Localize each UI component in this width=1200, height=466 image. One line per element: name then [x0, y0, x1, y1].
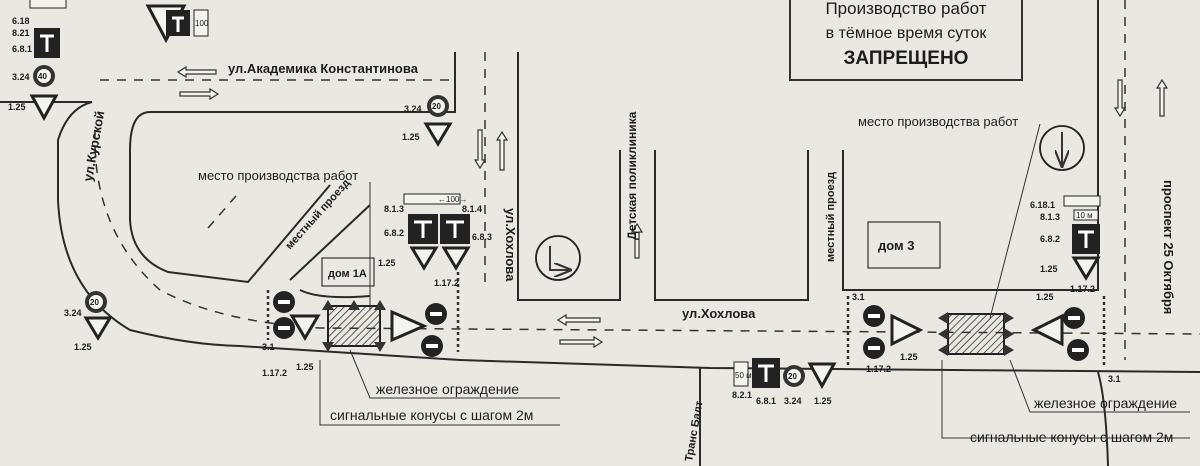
svg-text:1.25: 1.25 [900, 352, 918, 362]
svg-text:8.1.3: 8.1.3 [384, 204, 404, 214]
street-khokhlova-vertical: ул.Хохлова [503, 208, 518, 282]
sign-group-konstantinova: 20 3.24 1.25 [402, 95, 453, 147]
svg-text:8.1.4: 8.1.4 [462, 204, 482, 214]
cones-right-label: сигнальные конусы с шагом 2м [970, 429, 1173, 445]
svg-text:1.17.2: 1.17.2 [866, 364, 891, 374]
svg-text:8.1.3: 8.1.3 [1040, 212, 1060, 222]
svg-text:100: 100 [195, 19, 209, 28]
street-kurskaya: ул.Курской [80, 110, 107, 183]
turn-arrow-circle-right [1039, 125, 1085, 171]
svg-text:50 м: 50 м [735, 371, 752, 380]
svg-text:1.25: 1.25 [8, 102, 26, 112]
svg-text:3.1: 3.1 [262, 342, 275, 352]
svg-text:1.17.2: 1.17.2 [1070, 284, 1095, 294]
notice-line1: Производство работ [825, 0, 986, 18]
street-khokhlova-horizontal: ул.Хохлова [682, 306, 756, 321]
turn-arrow-circle-left [535, 235, 581, 281]
svg-text:6.18.1: 6.18.1 [1030, 200, 1055, 210]
sign-group-curve: 20 3.24 1.25 [64, 291, 113, 352]
trans-balt-label: Транс Балт [683, 399, 706, 462]
work-site-right-label: место производства работ [858, 114, 1018, 129]
sign-group-top-left: 6.18 8.21 6.8.1 40 3.24 1.25 [8, 0, 67, 122]
svg-text:20: 20 [788, 372, 797, 381]
night-work-notice: Производство работ в тёмное время суток … [789, 0, 1023, 81]
svg-text:3.24: 3.24 [784, 396, 802, 406]
svg-text:6.8.1: 6.8.1 [756, 396, 776, 406]
svg-text:1.25: 1.25 [296, 362, 314, 372]
svg-text:дом 3: дом 3 [878, 238, 914, 253]
work-site-right [938, 312, 1014, 356]
svg-text:3.24: 3.24 [64, 308, 82, 318]
work-site-left-label: место производства работ [198, 168, 358, 183]
svg-text:1.25: 1.25 [1040, 264, 1058, 274]
svg-text:10 м: 10 м [1076, 211, 1093, 220]
svg-text:1.17.2: 1.17.2 [434, 278, 459, 288]
svg-text:дом 1А: дом 1А [328, 268, 367, 280]
house-1a: дом 1А [321, 257, 375, 287]
svg-text:3.24: 3.24 [404, 104, 422, 114]
sign-group-trans-balt: 50 м 20 8.2.1 6.8.1 3.24 1.25 [732, 358, 837, 406]
cones-left-label: сигнальные конусы с шагом 2м [330, 407, 533, 423]
svg-text:6.8.2: 6.8.2 [1040, 234, 1060, 244]
street-konstantinova: ул.Академика Константинова [228, 61, 419, 76]
svg-text:6.8.3: 6.8.3 [472, 232, 492, 242]
svg-text:1.17.2: 1.17.2 [262, 368, 287, 378]
local-passage-right: местный проезд [825, 172, 837, 262]
svg-text:8.21: 8.21 [12, 28, 30, 38]
fence-left-label: железное ограждение [376, 381, 519, 397]
sign-group-khokhlova-left: ←100→ 8.1.3 8.1.4 6.8.2 6.8.3 1.25 1.17.… [273, 193, 492, 357]
street-oktyabrya: проспект 25 Октября [1161, 180, 1176, 314]
svg-text:6.8.1: 6.8.1 [12, 44, 32, 54]
clinic-label: Детская поликлиника [625, 111, 639, 240]
house-3: дом 3 [867, 221, 941, 269]
fence-lines [266, 272, 1106, 366]
svg-text:←100→: ←100→ [438, 195, 467, 204]
svg-text:6.8.2: 6.8.2 [384, 228, 404, 238]
traffic-arrows [176, 65, 1169, 349]
svg-text:6.18: 6.18 [12, 16, 30, 26]
fence-right-label: железное ограждение [1034, 395, 1177, 411]
svg-text:1.25: 1.25 [1036, 292, 1054, 302]
svg-text:20: 20 [432, 102, 441, 111]
svg-text:8.2.1: 8.2.1 [732, 390, 752, 400]
notice-line2: в тёмное время суток [826, 25, 988, 42]
sign-group-right-site-west: 3.1 1.17.2 1.25 [852, 292, 924, 374]
svg-text:3.1: 3.1 [1108, 374, 1121, 384]
local-passage-left: местный проезд [283, 177, 352, 252]
svg-text:1.25: 1.25 [378, 258, 396, 268]
notice-line3: ЗАПРЕЩЕНО [844, 48, 969, 69]
svg-text:3.1: 3.1 [852, 292, 865, 302]
sign-codes-left-site: 3.1 1.17.2 1.25 [262, 342, 314, 378]
lane-markings [94, 0, 1200, 360]
leader-lines [319, 123, 1190, 439]
svg-text:1.25: 1.25 [814, 396, 832, 406]
work-site-left [322, 300, 386, 352]
sign-group-top-center: 100 [145, 4, 209, 44]
svg-text:1.25: 1.25 [74, 342, 92, 352]
svg-text:20: 20 [90, 298, 99, 307]
svg-text:40: 40 [38, 72, 47, 81]
svg-text:3.24: 3.24 [12, 72, 30, 82]
svg-text:1.25: 1.25 [402, 132, 420, 142]
sign-group-right-site-east: 6.18.1 10 м 8.1.3 6.8.2 1.25 1.17.2 3.1 … [1030, 195, 1121, 384]
